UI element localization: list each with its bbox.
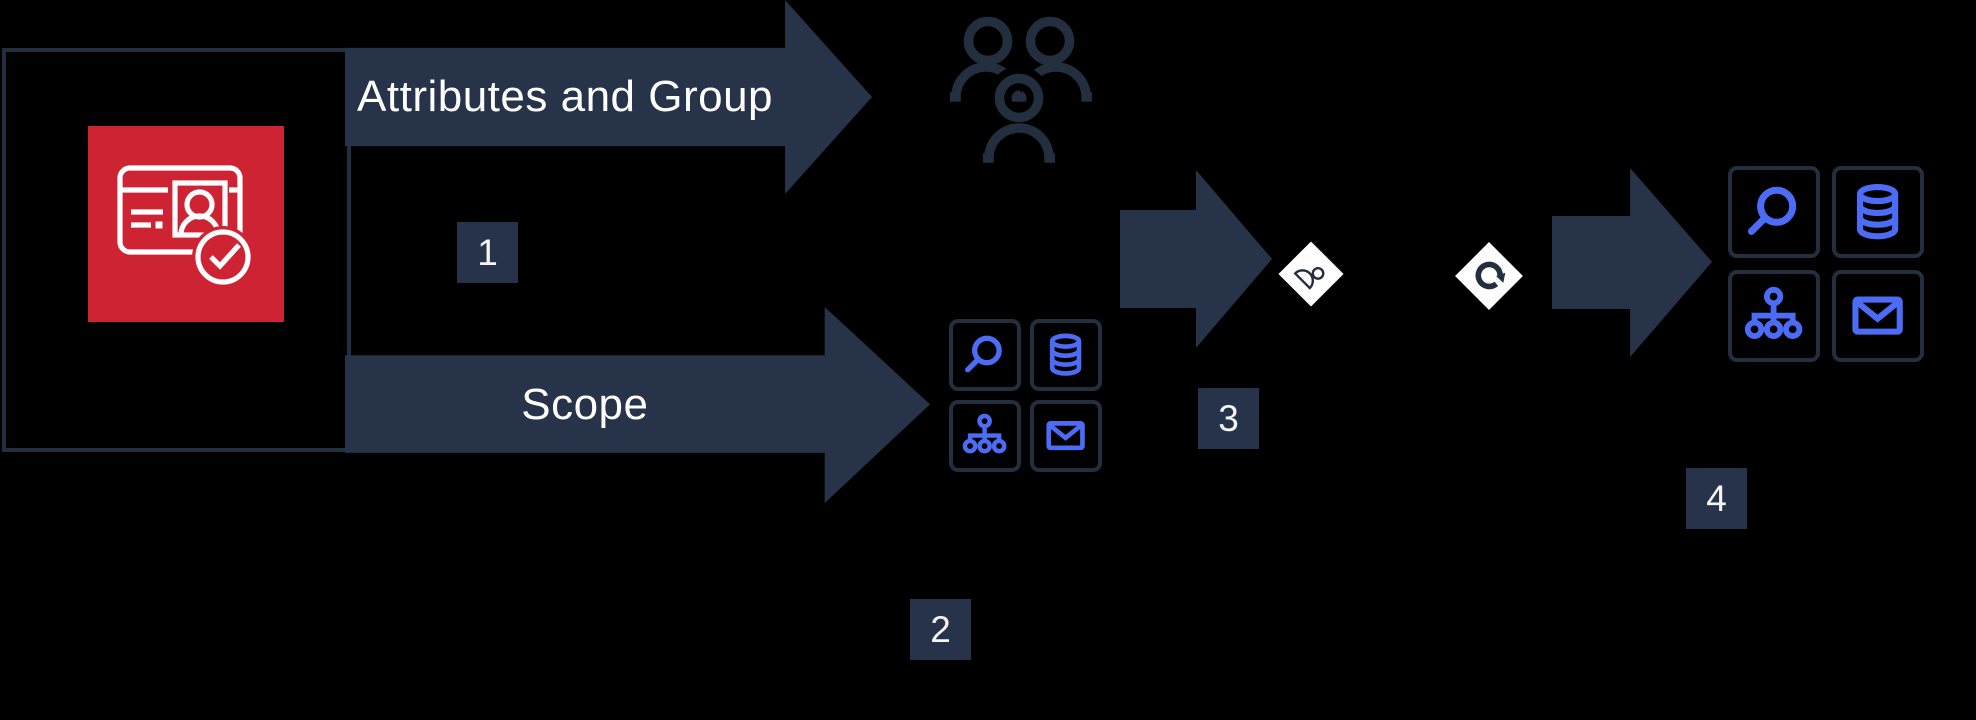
badge-number: 4 [1706, 477, 1727, 519]
app-grid-left [949, 319, 1102, 472]
user-card-icon [1293, 266, 1325, 290]
badge-number: 3 [1218, 397, 1239, 439]
app-tile [1832, 166, 1924, 258]
user-diamond-sticker [1278, 241, 1344, 307]
org-chart-icon [1745, 287, 1803, 340]
app-tile [1728, 166, 1820, 258]
step-badge-1: 1 [457, 222, 518, 283]
badge-number: 1 [477, 231, 498, 273]
sync-icon [1475, 262, 1506, 290]
org-chart-icon [963, 414, 1007, 454]
arrow-label: Attributes and Group [357, 72, 774, 121]
badge-number: 2 [930, 608, 951, 650]
arrow-right [1552, 168, 1712, 357]
step-badge-2: 2 [910, 599, 971, 660]
app-tile [949, 319, 1021, 391]
database-icon [1857, 184, 1899, 240]
arrow-scope: Scope [345, 307, 930, 503]
sync-diamond-sticker [1455, 242, 1523, 310]
arrow-mid [1120, 170, 1272, 348]
mail-icon [1046, 421, 1086, 451]
identity-card-check-icon [117, 165, 254, 288]
arrow-attributes-and-group: Attributes and Group [345, 0, 872, 194]
app-grid-right [1728, 166, 1924, 364]
search-icon [1748, 187, 1797, 236]
step-badge-4: 4 [1686, 468, 1747, 529]
app-tile [1832, 270, 1924, 362]
database-icon [1050, 333, 1082, 377]
app-tile [1728, 270, 1820, 362]
mail-icon [1852, 296, 1904, 336]
search-icon [965, 336, 1003, 373]
app-tile [1030, 319, 1102, 391]
users-group-icon [950, 16, 1092, 163]
arrow-label: Scope [521, 380, 649, 429]
step-badge-3: 3 [1198, 388, 1259, 449]
iam-identity-center-icon [88, 126, 284, 322]
identity-source-box [2, 48, 351, 452]
app-tile [1030, 400, 1102, 472]
app-tile [949, 400, 1021, 472]
